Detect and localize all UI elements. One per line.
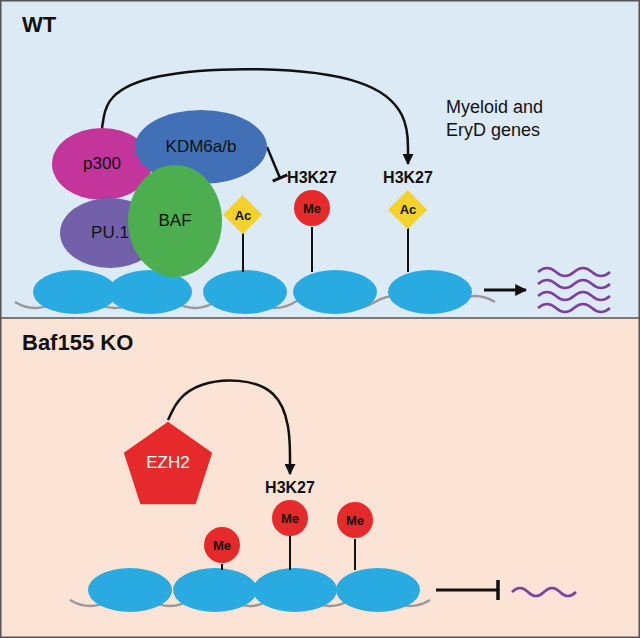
mark-label: Me bbox=[303, 201, 321, 216]
methyl-mark: Me bbox=[204, 527, 240, 563]
diamond-shape: Ac bbox=[388, 190, 427, 229]
histone-tail bbox=[311, 227, 313, 272]
nucleosome bbox=[33, 270, 117, 314]
transcript-wave bbox=[512, 588, 576, 596]
methyl-mark: H3K27Me bbox=[262, 478, 318, 536]
dna-strand bbox=[70, 594, 430, 606]
nucleosome bbox=[388, 270, 472, 314]
mark-label: Ac bbox=[400, 202, 417, 217]
nucleosome bbox=[203, 270, 287, 314]
mark-label: Me bbox=[346, 513, 364, 528]
dna-strand bbox=[15, 296, 495, 308]
acetyl-mark: Ac bbox=[223, 195, 262, 234]
nucleosome bbox=[88, 568, 172, 612]
nucleosome bbox=[253, 568, 337, 612]
expression-arrow bbox=[484, 289, 526, 292]
protein-name: EZH2 bbox=[146, 453, 189, 473]
panel-title: Baf155 KO bbox=[22, 330, 133, 356]
inhibition-connector bbox=[267, 147, 280, 178]
nucleosome bbox=[336, 568, 420, 612]
ezh2-protein: EZH2 bbox=[122, 420, 214, 506]
baf-complex: BAF bbox=[128, 165, 222, 277]
activation-arrow bbox=[102, 69, 408, 164]
ko-panel: Baf155 KOEZH2MeH3K27MeMe bbox=[0, 318, 640, 638]
connectors bbox=[102, 69, 408, 474]
pentagon-outline bbox=[124, 422, 212, 505]
activation-arrow bbox=[168, 381, 290, 474]
histone-tail bbox=[242, 233, 244, 272]
repression-bar bbox=[436, 589, 498, 592]
panel-divider bbox=[0, 317, 640, 319]
diamond-outline bbox=[388, 190, 427, 229]
mark-label: Me bbox=[213, 538, 231, 553]
circle-shape: Me bbox=[272, 500, 308, 536]
mark-label: Me bbox=[281, 511, 299, 526]
methyl-mark: Me bbox=[337, 502, 373, 538]
protein-name: p300 bbox=[83, 154, 121, 174]
histone-tail bbox=[407, 227, 409, 272]
gene-label: Myeloid and EryD genes bbox=[446, 96, 560, 141]
histone-residue: H3K27 bbox=[265, 478, 315, 498]
histone-tail bbox=[289, 535, 291, 570]
histone-tail bbox=[221, 564, 223, 570]
protein-name: PU.1 bbox=[91, 223, 129, 243]
transcript-waves bbox=[538, 268, 610, 312]
acetyl-mark: H3K27Ac bbox=[380, 168, 436, 229]
histone-tail bbox=[354, 539, 356, 570]
histone-residue: H3K27 bbox=[287, 168, 337, 188]
nucleosome bbox=[293, 270, 377, 314]
mark-label: Ac bbox=[235, 208, 252, 223]
protein-name: KDM6a/b bbox=[166, 137, 237, 157]
nucleosome bbox=[108, 270, 192, 314]
histone-residue: H3K27 bbox=[383, 168, 433, 188]
wt-panel: WTp300KDM6a/bPU.1BAFAcH3K27MeH3K27Ac bbox=[0, 0, 640, 318]
diamond-outline bbox=[223, 195, 262, 234]
panel-title: WT bbox=[22, 12, 56, 38]
nucleosome bbox=[173, 568, 257, 612]
protein-name: BAF bbox=[158, 211, 191, 231]
methyl-mark: H3K27Me bbox=[284, 168, 340, 226]
circle-shape: Me bbox=[294, 190, 330, 226]
